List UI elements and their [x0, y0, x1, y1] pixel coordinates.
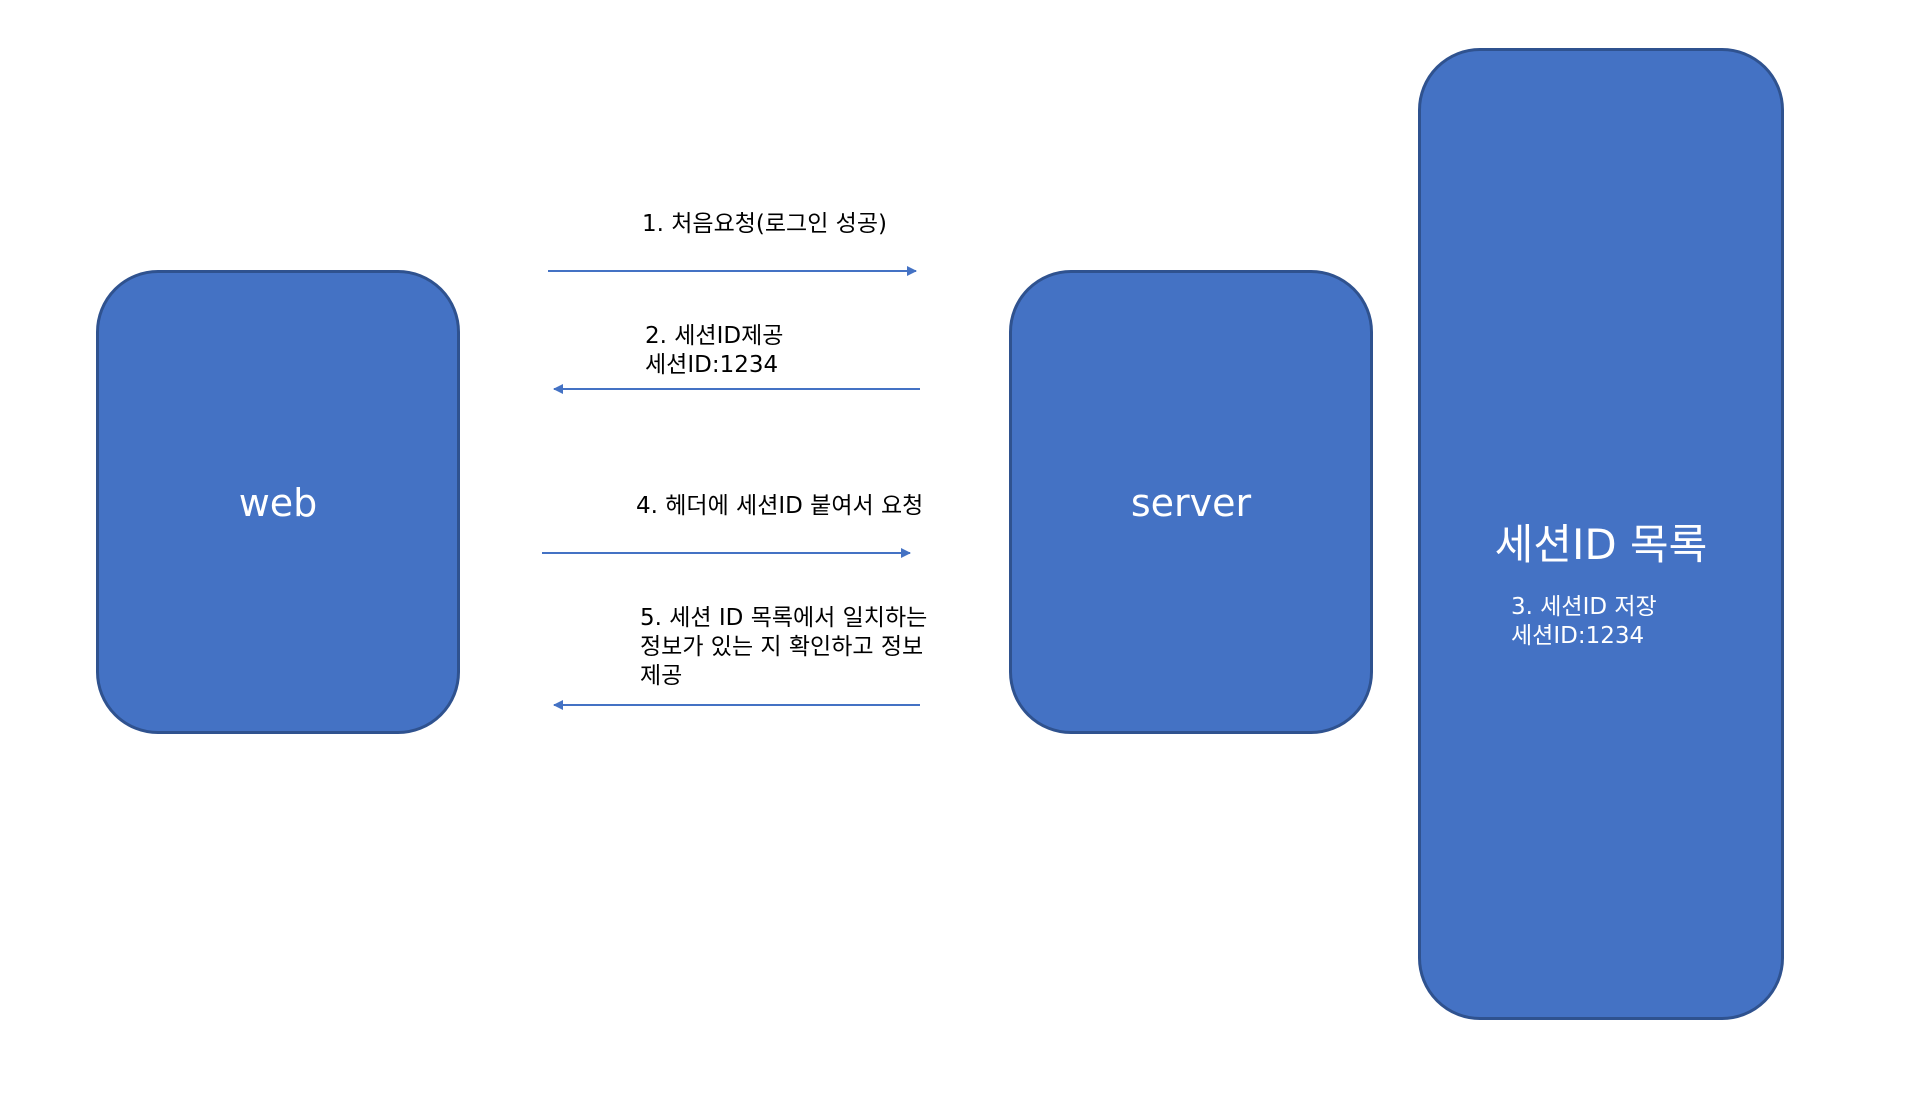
message-step5-line2: 정보가 있는 지 확인하고 정보 — [640, 634, 924, 660]
message-step1-line1: 1. 처음요청(로그인 성공) — [642, 211, 887, 237]
message-step2-line2: 세션ID:1234 — [645, 352, 779, 378]
message-step4-line1: 4. 헤더에 세션ID 붙여서 요청 — [636, 493, 924, 519]
session-list-label: 세션ID 목록 — [1494, 520, 1708, 569]
message-step5-line3: 제공 — [640, 663, 683, 689]
session-store-note-line1: 3. 세션ID 저장 — [1511, 594, 1657, 620]
server-node: server — [1009, 270, 1373, 734]
web-node: web — [96, 270, 460, 734]
server-node-label: server — [1130, 481, 1252, 525]
web-node-label: web — [238, 481, 318, 525]
session-store-note: 3. 세션ID 저장 세션ID:1234 — [1511, 593, 1657, 651]
message-step5: 5. 세션 ID 목록에서 일치하는 정보가 있는 지 확인하고 정보 제공 — [640, 604, 927, 691]
message-step1: 1. 처음요청(로그인 성공) — [642, 210, 887, 239]
message-step2: 2. 세션ID제공 세션ID:1234 — [645, 322, 783, 380]
message-step2-line1: 2. 세션ID제공 — [645, 323, 784, 349]
message-step4: 4. 헤더에 세션ID 붙여서 요청 — [636, 492, 923, 521]
session-store-note-line2: 세션ID:1234 — [1511, 623, 1645, 649]
session-list-node: 세션ID 목록 3. 세션ID 저장 세션ID:1234 — [1418, 48, 1784, 1020]
message-step5-line1: 5. 세션 ID 목록에서 일치하는 — [640, 605, 928, 631]
